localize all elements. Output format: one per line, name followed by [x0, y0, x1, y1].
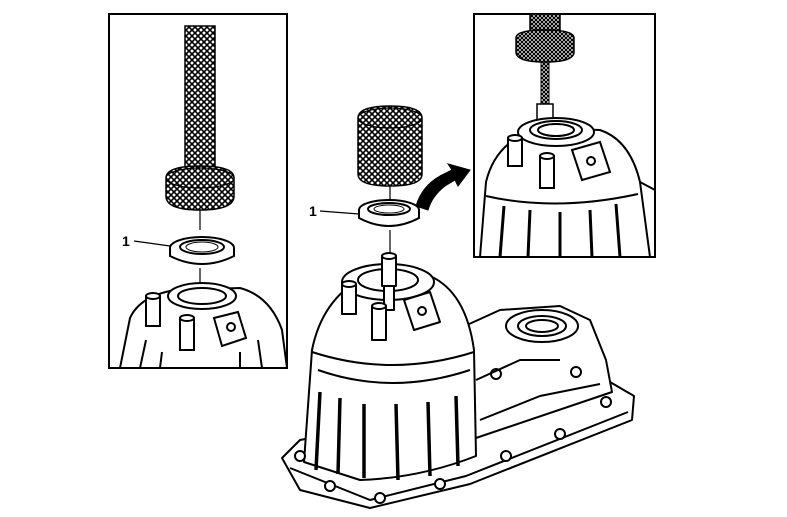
transfer-case-housing [281, 252, 635, 509]
installer-tool-center [357, 105, 423, 200]
seal-center [358, 199, 420, 227]
direction-arrow [415, 163, 471, 211]
installer-tool-right [515, 14, 575, 121]
right-inset-panel [473, 13, 656, 258]
callout-1-center: 1 [309, 203, 317, 219]
seal-left [169, 236, 235, 265]
housing-detail-left [118, 282, 287, 368]
installer-tool-left [165, 25, 235, 230]
callout-1-left: 1 [122, 233, 130, 249]
left-inset-panel: 1 [108, 13, 288, 369]
housing-detail-right [478, 117, 655, 257]
